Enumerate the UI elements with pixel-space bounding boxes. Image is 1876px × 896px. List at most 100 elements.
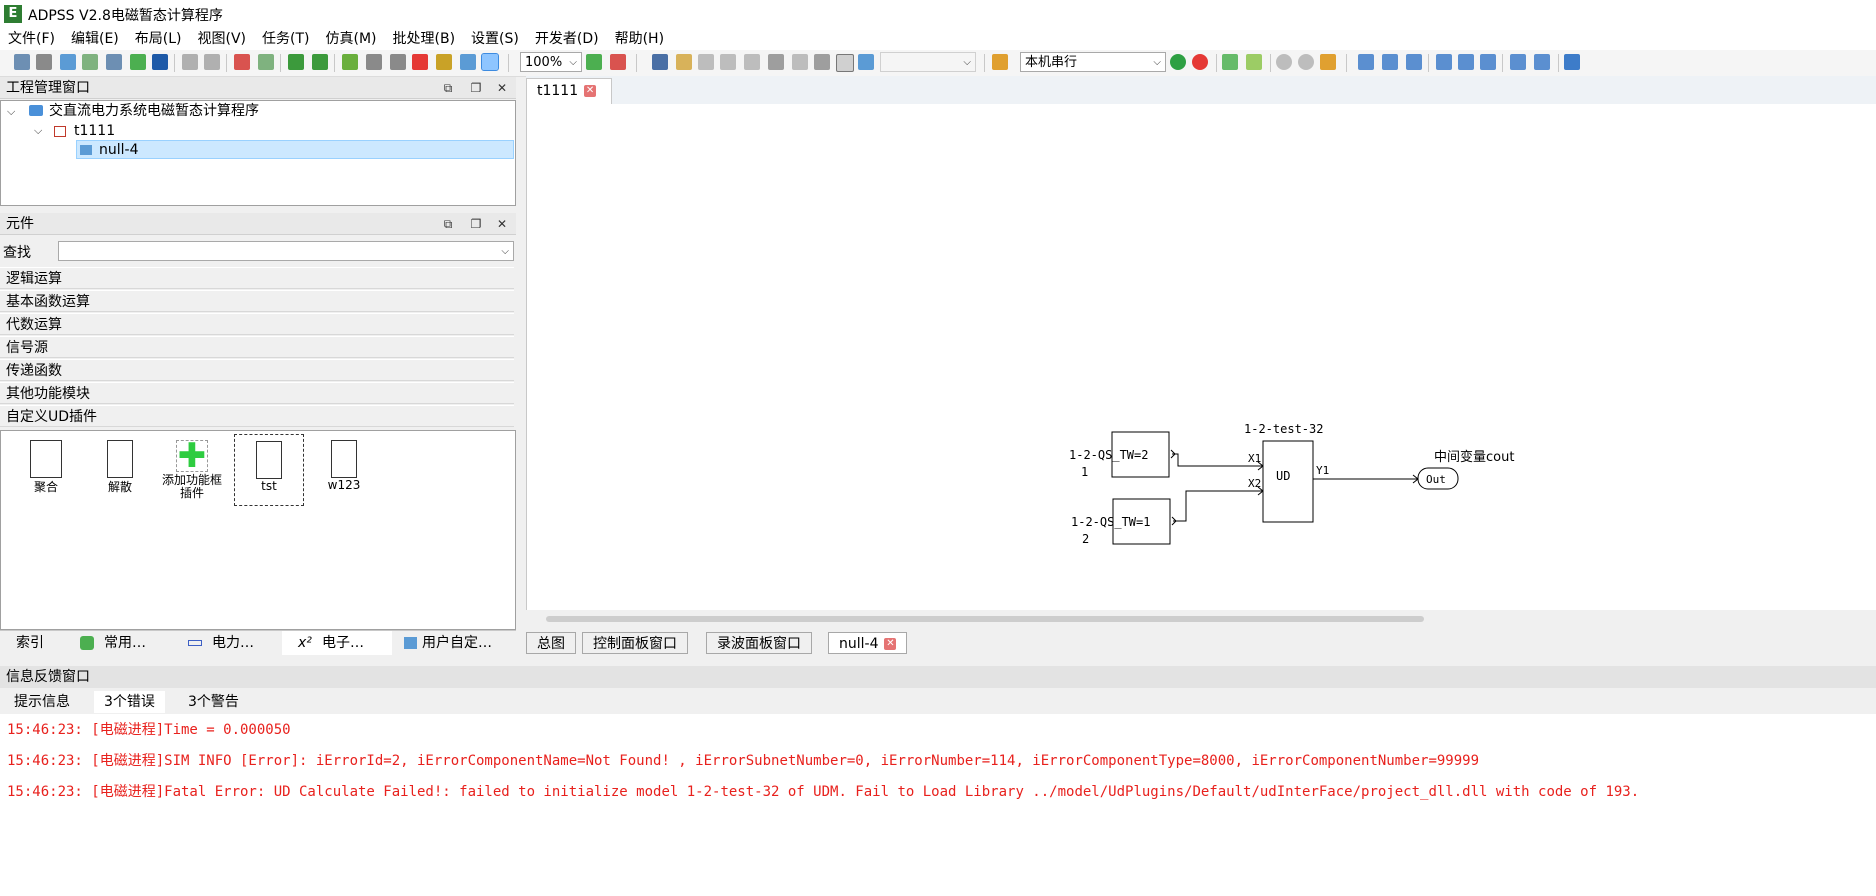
category-algebra[interactable]: 代数运算 <box>0 313 514 335</box>
align-left-icon[interactable] <box>1358 54 1374 70</box>
category-basic-functions[interactable]: 基本函数运算 <box>0 290 514 312</box>
import-icon[interactable] <box>82 54 98 70</box>
category-ud-plugins[interactable]: 自定义UD插件 <box>0 405 514 427</box>
network-tree-icon[interactable] <box>814 54 830 70</box>
tree-item-project[interactable]: t1111 <box>74 123 116 139</box>
palette-split[interactable]: 解散 <box>88 434 152 495</box>
target-icon[interactable] <box>1298 54 1314 70</box>
tree-item-selected[interactable] <box>76 140 514 159</box>
close-icon[interactable]: ✕ <box>884 638 897 650</box>
monitor-icon[interactable] <box>652 54 668 70</box>
wire-1[interactable] <box>1172 453 1262 467</box>
equalizer-icon[interactable] <box>36 54 52 70</box>
ud-block[interactable] <box>1262 440 1314 523</box>
close-icon[interactable]: ✕ <box>496 217 508 231</box>
tab-overview[interactable]: 总图 <box>526 632 576 654</box>
menu-task[interactable]: 任务(T) <box>262 31 310 47</box>
pencil-icon[interactable] <box>1320 54 1336 70</box>
zoom-fit-icon[interactable] <box>586 54 602 70</box>
tab-user-defined[interactable]: 用户自定… <box>422 635 492 651</box>
chevron-down-icon[interactable]: ⌵ <box>34 124 43 137</box>
new-project-icon[interactable] <box>14 54 30 70</box>
document-icon[interactable] <box>676 54 692 70</box>
tab-null-4[interactable]: null-4✕ <box>828 632 908 654</box>
wire-2[interactable] <box>1173 490 1262 522</box>
palette-aggregate[interactable]: 聚合 <box>14 434 78 495</box>
stop-icon[interactable] <box>1192 54 1208 70</box>
tab-recorder-panel[interactable]: 录波面板窗口 <box>706 632 812 654</box>
close-icon[interactable]: ✕ <box>496 81 508 95</box>
restore-icon[interactable]: ⧉ <box>443 217 453 231</box>
save-icon[interactable] <box>152 54 168 70</box>
check-icon[interactable] <box>792 54 808 70</box>
component-icon[interactable] <box>366 54 382 70</box>
align-center-icon[interactable] <box>1382 54 1398 70</box>
connect-icon[interactable] <box>1564 54 1580 70</box>
grid-icon[interactable] <box>858 54 874 70</box>
top-label-icon[interactable] <box>836 54 854 72</box>
diagram-canvas[interactable]: 1-2-QS_TW=2 1 1-2-QS_TW=1 2 1-2-test-32 … <box>526 104 1876 610</box>
horizontal-scrollbar[interactable] <box>546 616 1424 622</box>
tree-icon[interactable] <box>130 54 146 70</box>
tab-power[interactable]: 电力… <box>212 635 254 651</box>
pointer-icon[interactable] <box>481 53 499 71</box>
redo-icon[interactable] <box>312 54 328 70</box>
category-transfer-function[interactable]: 传递函数 <box>0 359 514 381</box>
menu-simulation[interactable]: 仿真(M) <box>325 31 377 47</box>
menu-edit[interactable]: 编辑(E) <box>70 31 119 47</box>
find-icon[interactable] <box>436 54 452 70</box>
float-icon[interactable]: ❐ <box>470 217 482 231</box>
open-icon[interactable] <box>60 54 76 70</box>
edit-icon[interactable] <box>992 54 1008 70</box>
bin-icon[interactable] <box>744 54 760 70</box>
zoom-select[interactable]: 100%⌵ <box>520 52 582 72</box>
float-icon[interactable]: ❐ <box>470 81 482 95</box>
table-icon[interactable] <box>698 54 714 70</box>
palette-tst[interactable]: tst <box>234 434 304 506</box>
tab-control-panel[interactable]: 控制面板窗口 <box>582 632 688 654</box>
palette-add-plugin[interactable]: ✚ 添加功能框插件 <box>161 436 222 500</box>
category-other-modules[interactable]: 其他功能模块 <box>0 382 514 404</box>
tab-errors[interactable]: 3个错误 <box>94 691 165 713</box>
palette-w123[interactable]: w123 <box>312 434 376 492</box>
undo-icon[interactable] <box>288 54 304 70</box>
category-signal-source[interactable]: 信号源 <box>0 336 514 358</box>
category-logic[interactable]: 逻辑运算 <box>0 267 514 289</box>
download-icon[interactable] <box>1222 54 1238 70</box>
group-icon[interactable] <box>342 54 358 70</box>
tab-warnings[interactable]: 3个警告 <box>188 694 239 710</box>
tree-item-root[interactable]: 交直流电力系统电磁暂态计算程序 <box>49 103 259 119</box>
cut-icon[interactable] <box>234 54 250 70</box>
menu-help[interactable]: 帮助(H) <box>614 31 665 47</box>
signal-block-2[interactable] <box>1112 498 1171 545</box>
record-icon[interactable] <box>1276 54 1292 70</box>
signal-block-1[interactable] <box>1111 431 1170 478</box>
disabled-select[interactable]: ⌵ <box>880 52 976 72</box>
network-icon[interactable] <box>106 54 122 70</box>
close-icon[interactable]: ✕ <box>584 85 597 97</box>
menu-view[interactable]: 视图(V) <box>197 31 247 47</box>
delete-icon[interactable] <box>412 54 428 70</box>
tab-common[interactable]: 常用… <box>104 635 146 651</box>
tab-index[interactable]: 索引 <box>16 635 44 651</box>
run-mode-select[interactable]: 本机串行⌵ <box>1020 52 1166 72</box>
menu-layout[interactable]: 布局(L) <box>134 31 182 47</box>
paste-icon[interactable] <box>258 54 274 70</box>
doc-tab-t1111[interactable]: t1111✕ <box>526 78 612 104</box>
ruler-icon[interactable] <box>460 54 476 70</box>
copy-icon[interactable] <box>390 54 406 70</box>
zoom-in-icon[interactable] <box>182 54 198 70</box>
hierarchy-icon[interactable] <box>768 54 784 70</box>
align-top-icon[interactable] <box>1436 54 1452 70</box>
menu-file[interactable]: 文件(F) <box>8 31 55 47</box>
align-middle-icon[interactable] <box>1458 54 1474 70</box>
zoom-reset-icon[interactable] <box>610 54 626 70</box>
chevron-down-icon[interactable]: ⌵ <box>7 105 16 118</box>
align-bottom-icon[interactable] <box>1480 54 1496 70</box>
distribute-horizontal-icon[interactable] <box>1510 54 1526 70</box>
distribute-vertical-icon[interactable] <box>1534 54 1550 70</box>
run-icon[interactable] <box>1170 54 1186 70</box>
tree-item-null-4[interactable]: null-4 <box>99 142 139 158</box>
out-terminal[interactable] <box>1417 467 1459 490</box>
menu-developer[interactable]: 开发者(D) <box>534 31 599 47</box>
